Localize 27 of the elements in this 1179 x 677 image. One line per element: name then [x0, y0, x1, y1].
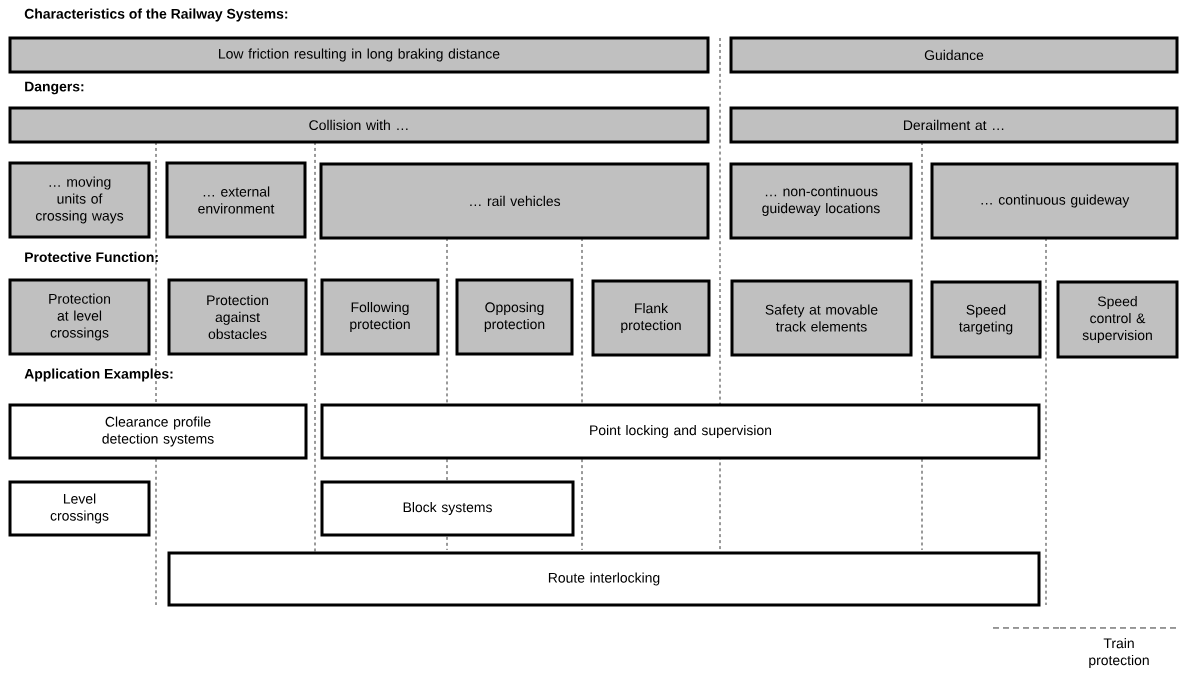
section-heading: Protective Function: [25, 251, 158, 263]
category-box: Derailment at … [729, 106, 1179, 144]
example-box: Level crossings [8, 480, 151, 537]
category-box: Speed targeting [930, 280, 1042, 359]
category-box: Flank protection [591, 279, 711, 357]
category-box: Collision with … [8, 106, 710, 144]
section-heading: Application Examples: [24, 368, 173, 382]
category-box: … non-continuous guideway locations [729, 162, 913, 240]
category-box: Protection at level crossings [8, 278, 151, 356]
example-box: Route interlocking [167, 551, 1041, 607]
category-box: Low friction resulting in long braking distance [8, 36, 710, 74]
example-box: Point locking and supervision [320, 403, 1041, 460]
section-heading: Dangers: [25, 81, 84, 95]
section-heading: Characteristics of the Railway Systems: [24, 8, 288, 22]
bracket-label: Train protection [1089, 638, 1149, 668]
category-box: Protection against obstacles [167, 278, 308, 356]
category-box: … external environment [165, 161, 307, 239]
category-box: Guidance [729, 36, 1179, 74]
category-box: … rail vehicles [319, 162, 710, 240]
example-box: Clearance profile detection systems [8, 403, 308, 460]
category-box: Following protection [320, 278, 440, 356]
example-box: Block systems [320, 480, 575, 537]
category-box: Speed control & supervision [1056, 280, 1179, 359]
category-box: … continuous guideway [930, 162, 1179, 240]
category-box: Opposing protection [455, 278, 574, 356]
category-box: Safety at movable track elements [730, 279, 913, 357]
category-box: … moving units of crossing ways [8, 161, 151, 239]
